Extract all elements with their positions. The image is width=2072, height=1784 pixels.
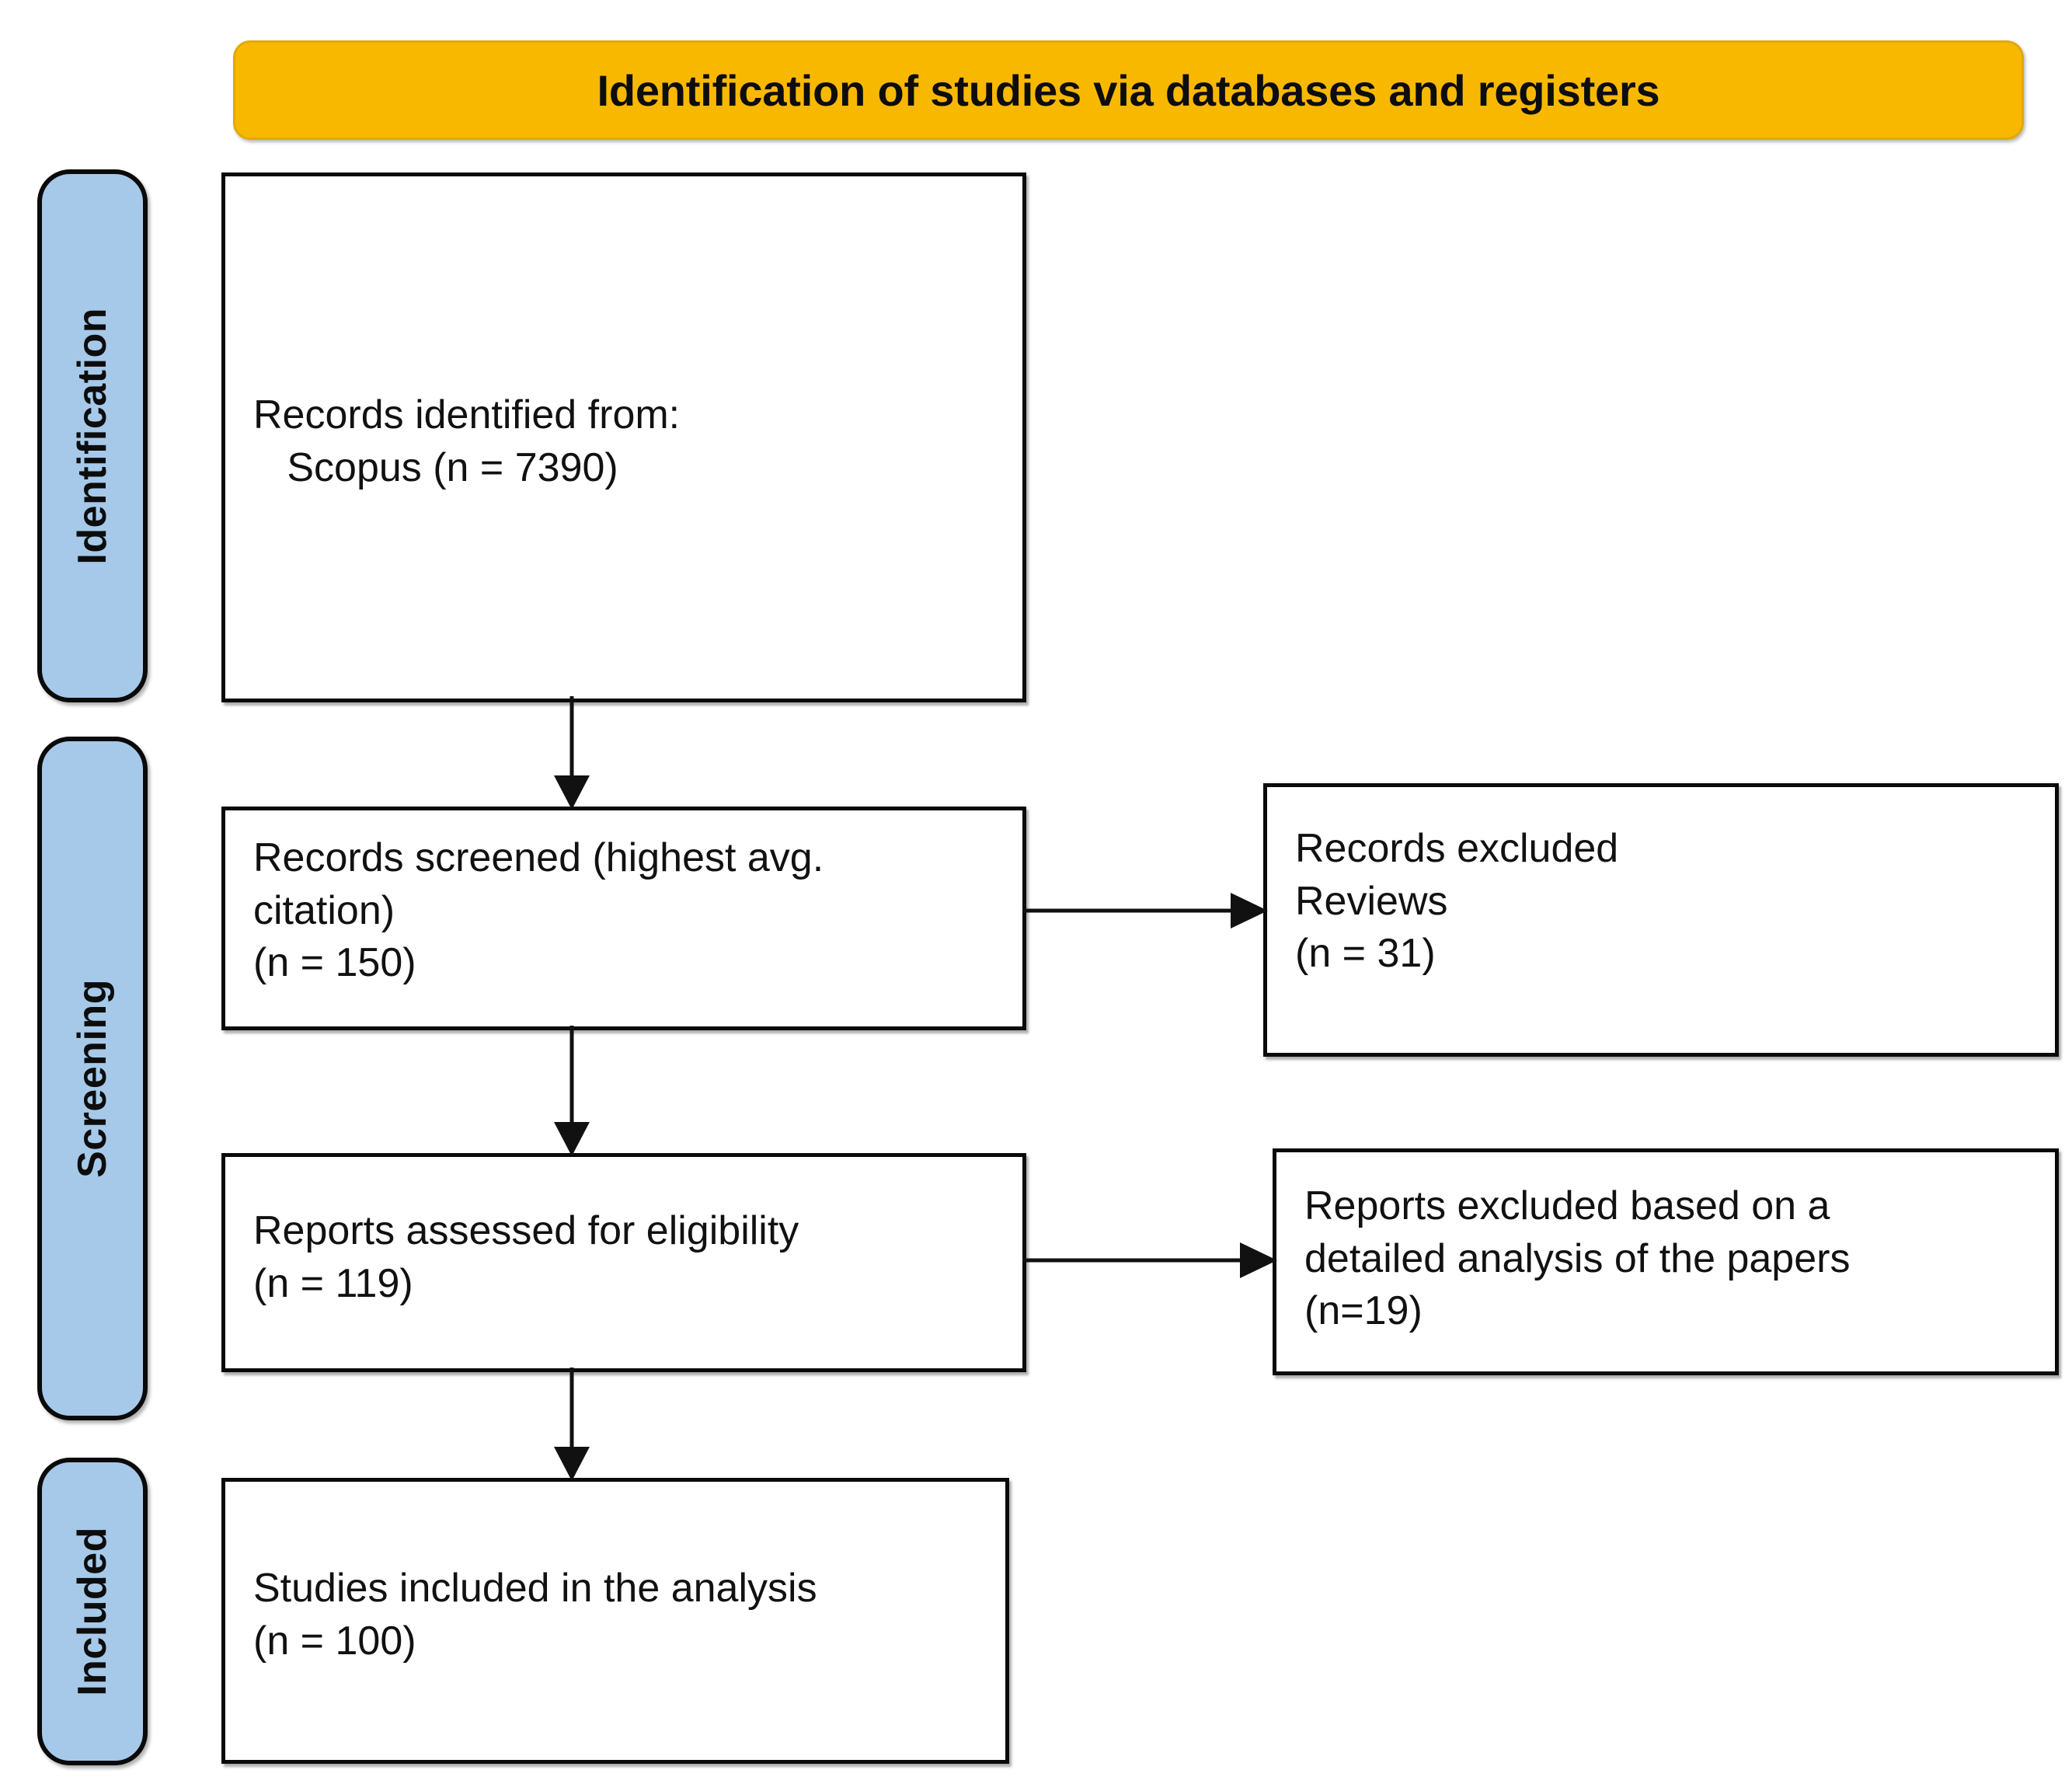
diagram-header-banner: Identification of studies via databases … <box>233 40 2024 140</box>
arrow-right-eligibility-to-reports-excluded <box>1022 1242 1277 1278</box>
phase-label-included-text: Included <box>70 1527 115 1696</box>
phase-label-screening-text: Screening <box>70 979 115 1178</box>
box-records-identified-text: Records identified from: Scopus (n = 739… <box>253 392 681 490</box>
arrow-down-identified-to-screened <box>554 696 590 810</box>
box-reports-excluded: Reports excluded based on a detailed ana… <box>1273 1148 2059 1375</box>
box-records-identified: Records identified from: Scopus (n = 739… <box>221 172 1026 702</box>
box-records-screened: Records screened (highest avg. citation)… <box>221 807 1026 1030</box>
box-records-excluded-text: Records excluded Reviews (n = 31) <box>1295 826 1619 977</box>
box-reports-assessed-for-eligibility-text: Reports assessed for eligibility (n = 11… <box>253 1208 799 1306</box>
box-reports-assessed-for-eligibility: Reports assessed for eligibility (n = 11… <box>221 1153 1026 1372</box>
phase-label-identification: Identification <box>37 169 148 702</box>
arrow-right-screened-to-records-excluded <box>1022 893 1268 929</box>
box-studies-included-text: Studies included in the analysis (n = 10… <box>253 1566 817 1664</box>
box-records-excluded: Records excluded Reviews (n = 31) <box>1263 783 2059 1057</box>
box-records-screened-text: Records screened (highest avg. citation)… <box>253 835 824 986</box>
box-reports-excluded-text: Reports excluded based on a detailed ana… <box>1304 1183 1851 1334</box>
arrow-down-screened-to-eligibility <box>554 1026 590 1156</box>
phase-label-screening: Screening <box>37 737 148 1420</box>
phase-label-included: Included <box>37 1458 148 1765</box>
arrow-down-eligibility-to-included <box>554 1368 590 1481</box>
phase-label-identification-text: Identification <box>70 307 115 565</box>
diagram-title: Identification of studies via databases … <box>597 65 1660 115</box>
box-studies-included: Studies included in the analysis (n = 10… <box>221 1478 1009 1764</box>
